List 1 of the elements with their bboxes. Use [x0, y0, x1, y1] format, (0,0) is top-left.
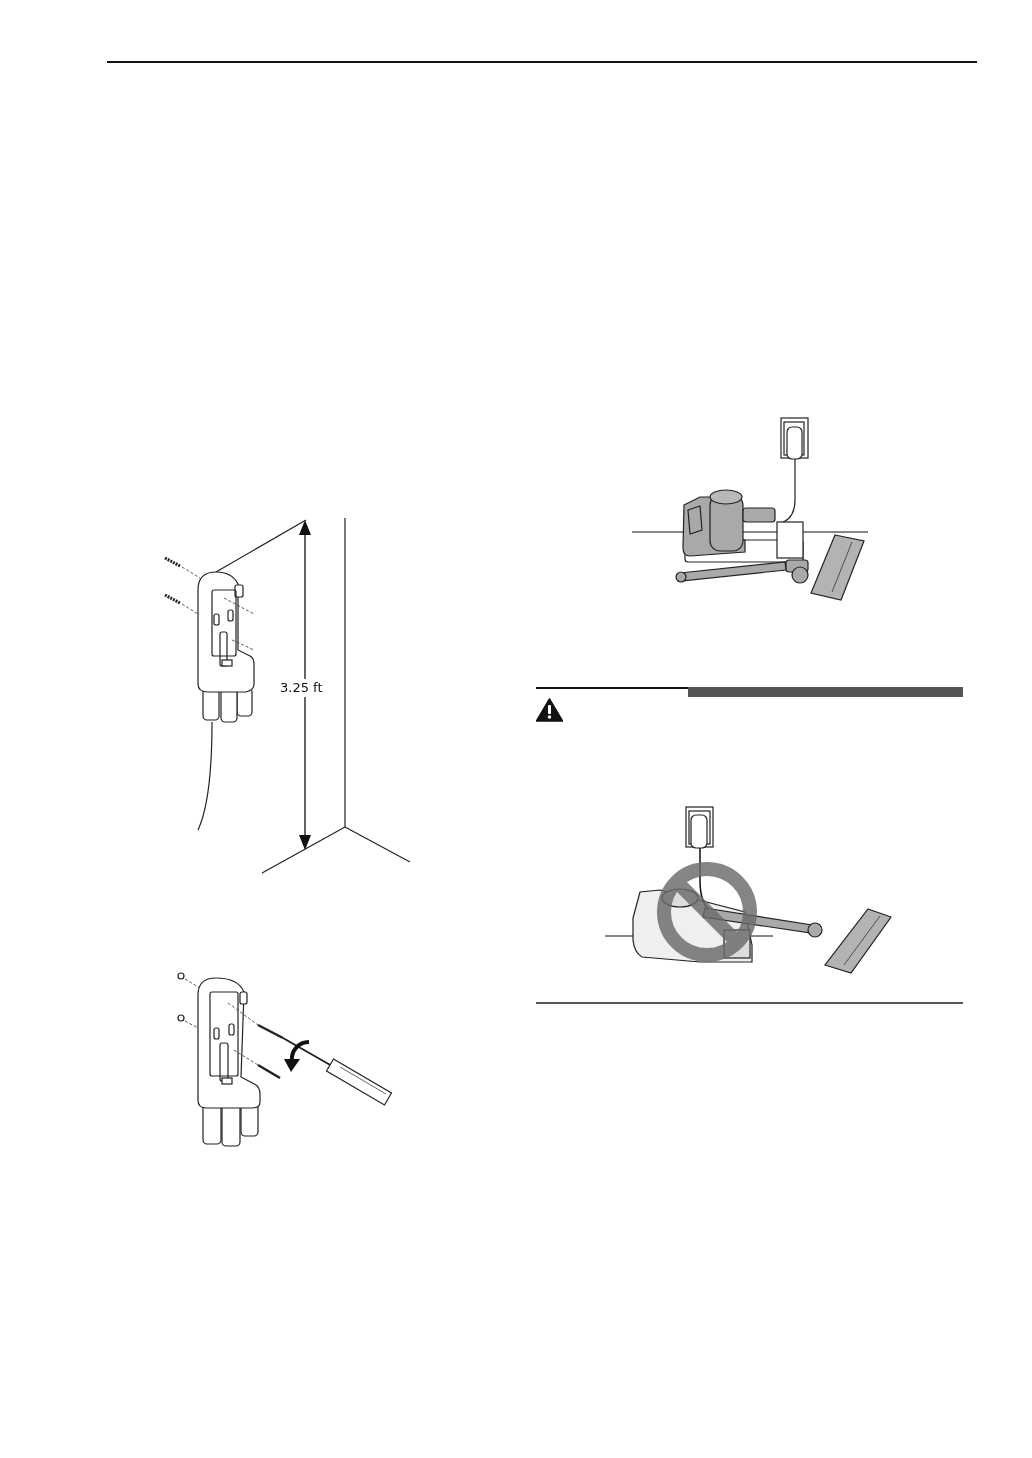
dimension-label: 3.25 ft [279, 679, 324, 697]
